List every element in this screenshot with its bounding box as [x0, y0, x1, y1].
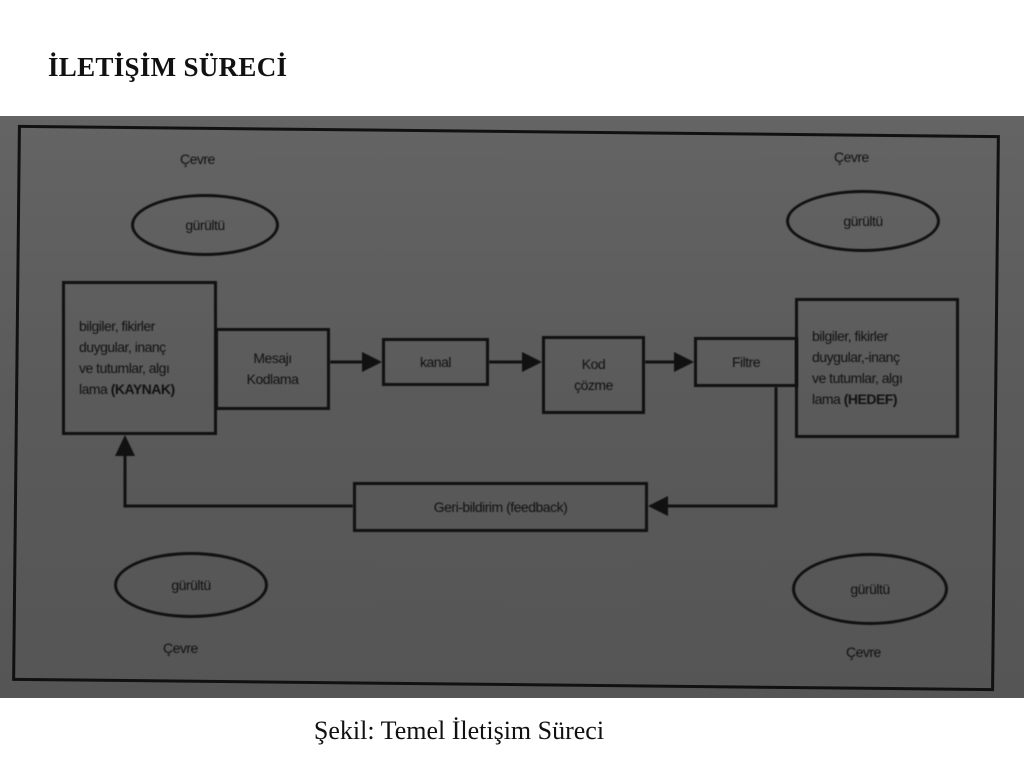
environment-label-top-left: Çevre: [180, 151, 215, 167]
figure-caption: Şekil: Temel İletişim Süreci: [313, 716, 605, 745]
noise-label: gürültü: [843, 213, 883, 229]
target-text: bilgiler, fikirler duygular,-inanç ve tu…: [812, 326, 903, 410]
environment-label-top-right: Çevre: [834, 149, 869, 165]
noise-ellipse-top-right: gürültü: [786, 190, 940, 252]
decoding-line2: çözme: [574, 377, 613, 393]
target-line: lama: [812, 391, 841, 407]
source-role: (KAYNAK): [110, 381, 175, 397]
target-box: bilgiler, fikirler duygular,-inanç ve tu…: [795, 298, 959, 438]
channel-label: kanal: [420, 353, 451, 370]
feedback-box: Geri-bildirim (feedback): [353, 482, 648, 532]
filter-label: Filtre: [731, 353, 761, 370]
arrowhead-channel: [362, 352, 382, 372]
encoding-line2: Kodlama: [246, 371, 299, 387]
decoding-box: Kod çözme: [542, 336, 645, 414]
diagram-arrows: [115, 352, 778, 516]
arrowhead-feedback: [648, 496, 668, 516]
noise-ellipse-bottom-right: gürültü: [792, 553, 948, 625]
arrowhead-decoding: [522, 352, 542, 372]
noise-label: gürültü: [850, 581, 890, 597]
source-text: bilgiler, fikirler duygular, inanç ve tu…: [79, 316, 175, 400]
source-line: bilgiler, fikirler: [79, 318, 155, 334]
target-line: duygular,-inanç: [812, 349, 900, 365]
channel-box: kanal: [382, 338, 489, 386]
source-box: bilgiler, fikirler duygular, inanç ve tu…: [62, 281, 217, 435]
target-line: ve tutumlar, algı: [812, 370, 903, 386]
feedback-line-to-source: [123, 451, 353, 508]
environment-label-bottom-left: Çevre: [163, 640, 198, 656]
noise-ellipse-top-left: gürültü: [131, 194, 279, 256]
slide-title: İLETİŞİM SÜRECİ: [48, 52, 288, 82]
feedback-label: Geri-bildirim (feedback): [433, 498, 568, 515]
noise-label: gürültü: [171, 577, 211, 593]
diagram-photo: Çevre Çevre Çevre Çevre gürültü gürültü …: [0, 116, 1024, 698]
encoding-box: Mesajı Kodlama: [215, 328, 330, 410]
environment-label-bottom-right: Çevre: [846, 644, 881, 660]
noise-label: gürültü: [185, 217, 225, 233]
noise-ellipse-bottom-left: gürültü: [114, 552, 268, 618]
arrowhead-filter: [674, 352, 694, 372]
encoding-line1: Mesajı: [253, 350, 292, 366]
source-line: ve tutumlar, algı: [79, 360, 170, 376]
feedback-line-from-target: [662, 387, 778, 508]
target-role: (HEDEF): [843, 391, 898, 407]
source-line: lama: [79, 381, 108, 397]
decoding-line1: Kod: [581, 356, 606, 372]
source-line: duygular, inanç: [79, 339, 166, 355]
arrowhead-source: [115, 435, 135, 456]
communication-process-diagram: Çevre Çevre Çevre Çevre gürültü gürültü …: [0, 116, 1024, 698]
target-line: bilgiler, fikirler: [812, 328, 888, 344]
